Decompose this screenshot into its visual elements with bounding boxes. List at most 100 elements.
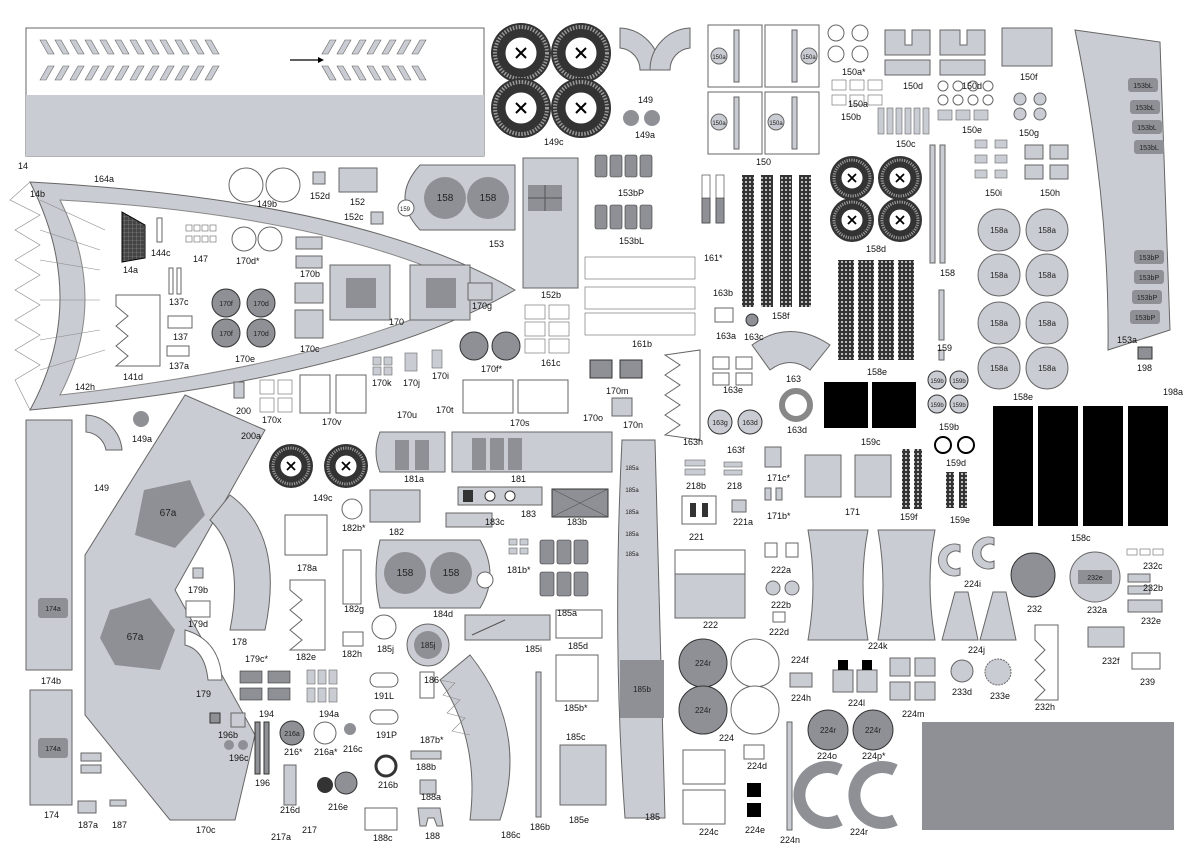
label: 185e: [569, 815, 590, 825]
part-187a: [77, 752, 102, 814]
label: 149a: [132, 434, 153, 444]
part-150d-circles: [937, 80, 994, 106]
svg-text:224r: 224r: [695, 706, 711, 715]
part-141d: [114, 294, 161, 367]
part-224-circles: [678, 638, 780, 735]
label: 170c: [196, 825, 216, 835]
label: 153bL: [619, 236, 645, 246]
part-147: [185, 224, 217, 243]
label: 152c: [344, 212, 364, 222]
label: 170m: [606, 386, 629, 396]
label: 224i: [964, 579, 982, 589]
part-170m: [589, 359, 643, 379]
label: 182h: [342, 649, 363, 659]
svg-text:159b: 159b: [930, 403, 944, 409]
part-150d: [884, 29, 986, 76]
label: 170t: [436, 405, 454, 415]
part-170s: [462, 379, 569, 414]
label: 232f: [1102, 656, 1120, 666]
label: 150a*: [842, 67, 866, 77]
label: 170i: [432, 371, 450, 381]
label: 170: [389, 317, 405, 327]
part-186-small: [419, 671, 435, 699]
svg-text:170f: 170f: [219, 331, 233, 338]
label: 153: [489, 239, 505, 249]
part-163h: [663, 349, 701, 441]
label: 186: [424, 675, 440, 685]
part-182b: [341, 498, 363, 520]
part-224e: [747, 783, 761, 817]
label: 14b: [30, 189, 46, 199]
label: 158f: [772, 311, 790, 321]
part-163c: [745, 313, 759, 327]
label: 224c: [699, 827, 719, 837]
label: 188a: [421, 792, 442, 802]
label: 150f: [1020, 72, 1038, 82]
label: 191P: [376, 730, 398, 740]
label: 200a: [241, 431, 262, 441]
label: 224r: [850, 827, 869, 837]
label: 233d: [952, 687, 973, 697]
part-163d: [779, 388, 813, 422]
part-182h: [342, 631, 364, 647]
part-216a-star: [313, 721, 337, 745]
label: 163f: [727, 445, 745, 455]
part-152b: [522, 157, 579, 289]
label: 170u: [397, 410, 418, 420]
label: 161c: [541, 358, 561, 368]
label: 170e: [235, 354, 256, 364]
part-161c: [524, 304, 570, 354]
part-185e: [559, 744, 607, 806]
part-149c-small: [267, 442, 370, 490]
part-216b: [374, 754, 398, 778]
part-232b: [1127, 573, 1151, 595]
part-224r-arcs: [793, 761, 898, 829]
part-185j: [406, 623, 450, 667]
part-224d: [743, 744, 765, 760]
part-183c: [445, 512, 493, 528]
part-196: [254, 721, 270, 775]
svg-text:174a: 174a: [45, 746, 61, 753]
label: 163: [786, 374, 802, 384]
svg-text:158: 158: [443, 568, 460, 579]
part-158: [929, 144, 946, 264]
label: 163h: [683, 437, 704, 447]
label: 194a: [319, 709, 340, 719]
part-153bP: [594, 154, 653, 178]
svg-text:150a: 150a: [712, 55, 726, 61]
part-196b: [209, 712, 246, 728]
label: 182e: [296, 652, 317, 662]
part-150c: [877, 107, 930, 135]
part-150a-small: [831, 79, 883, 106]
svg-text:159: 159: [400, 207, 411, 213]
part-232: [1010, 552, 1056, 598]
part-174b: [25, 419, 73, 671]
label: 149c: [313, 493, 333, 503]
label: 149: [638, 95, 654, 105]
part-170v: [299, 374, 367, 414]
label: 200: [236, 406, 252, 416]
label: 194: [259, 709, 275, 719]
svg-text:153bL: 153bL: [1139, 145, 1159, 152]
part-222d: [772, 611, 786, 623]
label: 187b*: [420, 735, 444, 745]
label: 161b: [632, 339, 653, 349]
part-196c: [224, 740, 248, 750]
svg-text:170f: 170f: [219, 301, 233, 308]
svg-text:153bP: 153bP: [1139, 255, 1160, 262]
label: 150d: [962, 81, 983, 91]
svg-text:170d: 170d: [253, 331, 269, 338]
part-222: [674, 549, 746, 619]
part-163e: [712, 356, 753, 386]
label: 149b: [257, 199, 278, 209]
label: 159e: [950, 515, 971, 525]
part-150g: [1013, 92, 1047, 121]
label: 147: [193, 254, 209, 264]
part-14-panel: [25, 27, 485, 157]
label: 174b: [41, 676, 62, 686]
label: 188: [425, 831, 441, 841]
part-170c: [294, 282, 324, 339]
part-159d: [934, 436, 975, 454]
label: 224o: [817, 751, 838, 761]
